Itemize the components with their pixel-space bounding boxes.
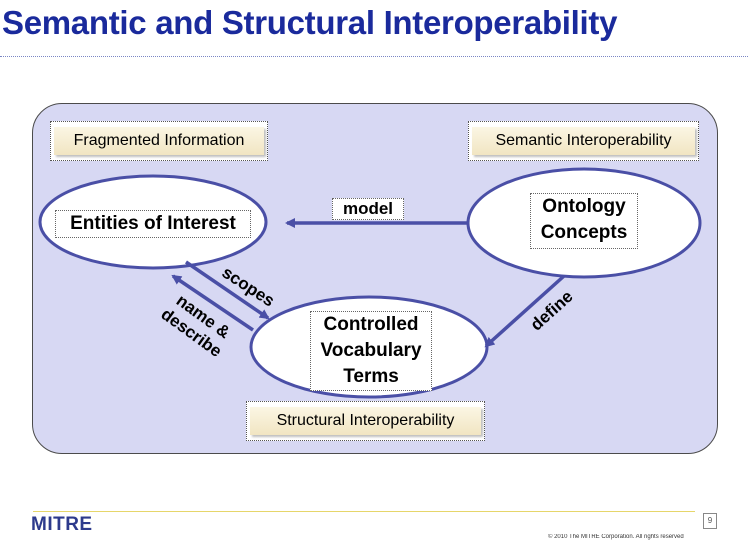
model-label: model (332, 198, 404, 220)
page-number: 9 (703, 513, 717, 529)
tag-semantic-interoperability: Semantic Interoperability (468, 121, 699, 161)
tag-structural-interoperability-label: Structural Interoperability (250, 407, 481, 435)
title-divider (0, 56, 748, 57)
tag-semantic-interoperability-label: Semantic Interoperability (472, 127, 695, 155)
name-describe-arrow (171, 274, 254, 332)
footer-divider (33, 511, 695, 512)
mitre-logo: MITRE (31, 514, 93, 535)
slide-title: Semantic and Structural Interoperability (2, 4, 618, 41)
define-arrow (484, 274, 566, 348)
copyright-notice: © 2010 The MITRE Corporation. All rights… (548, 534, 684, 540)
tag-structural-interoperability: Structural Interoperability (246, 401, 485, 441)
tag-fragmented-information: Fragmented Information (50, 121, 268, 161)
tag-fragmented-information-label: Fragmented Information (54, 127, 264, 155)
entities-of-interest-label: Entities of Interest (55, 210, 251, 238)
controlled-vocabulary-terms-label: Controlled Vocabulary Terms (310, 311, 432, 391)
ontology-concepts-label: Ontology Concepts (530, 193, 638, 249)
scopes-arrow (185, 260, 270, 320)
